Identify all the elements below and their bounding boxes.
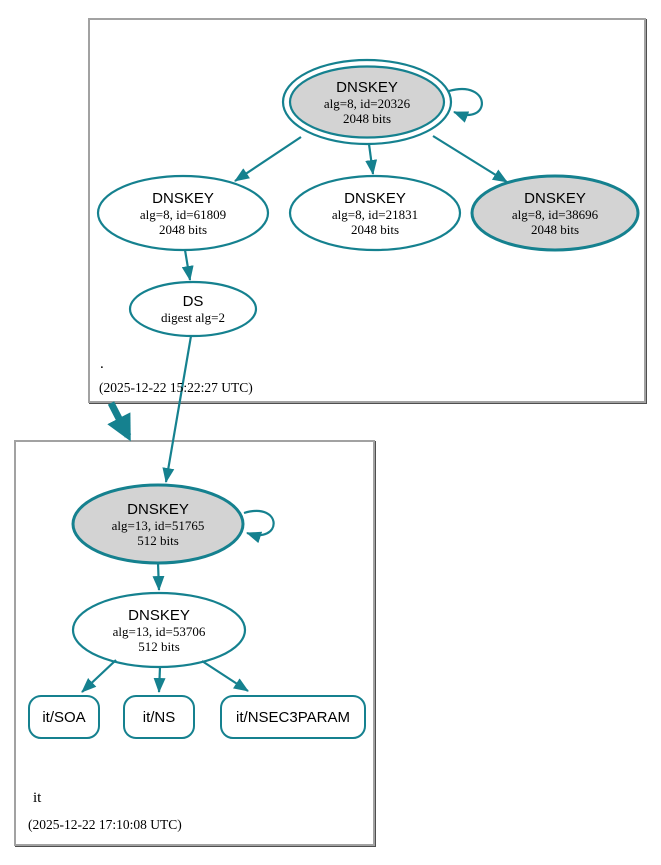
zone-box-it xyxy=(14,440,375,846)
edge-self-sign-51765 xyxy=(243,510,275,544)
rrset-it-nsec3param[interactable]: it/NSEC3PARAM xyxy=(220,695,366,739)
zone-box-root xyxy=(88,18,646,403)
dnskey-38696-alg-id: alg=8, id=38696 xyxy=(511,206,599,222)
dnskey-node-21831[interactable]: DNSKEY alg=8, id=21831 2048 bits xyxy=(290,176,460,250)
edge-53706-to-soa xyxy=(81,659,117,693)
dnskey-53706-bits: 512 bits xyxy=(138,638,180,654)
edge-51765-to-53706 xyxy=(152,562,165,591)
ds-node[interactable]: DS digest alg=2 xyxy=(130,282,256,336)
dnskey-51765-bits: 512 bits xyxy=(137,532,179,548)
dnskey-61809-title: DNSKEY xyxy=(152,189,214,207)
edge-ds-to-51765 xyxy=(162,335,193,483)
rrset-it-ns[interactable]: it/NS xyxy=(123,695,195,739)
rrset-it-soa[interactable]: it/SOA xyxy=(28,695,100,739)
edge-20326-to-38696 xyxy=(432,135,508,183)
dnskey-node-51765[interactable]: DNSKEY alg=13, id=51765 512 bits xyxy=(73,485,243,563)
dnskey-20326-title: DNSKEY xyxy=(336,78,398,96)
ds-title: DS xyxy=(182,293,204,310)
edge-delegation-root-to-it xyxy=(107,401,132,442)
zone-it-label: it xyxy=(33,790,42,806)
dnskey-node-20326[interactable]: DNSKEY alg=8, id=20326 2048 bits xyxy=(283,60,451,144)
dnskey-20326-alg-id: alg=8, id=20326 xyxy=(323,95,411,111)
dnskey-node-38696[interactable]: DNSKEY alg=8, id=38696 2048 bits xyxy=(472,176,638,250)
zone-root-label: . xyxy=(100,356,104,372)
edge-61809-to-ds xyxy=(181,249,194,281)
edge-20326-to-21831 xyxy=(365,143,378,175)
dnskey-node-61809[interactable]: DNSKEY alg=8, id=61809 2048 bits xyxy=(98,176,268,250)
dnskey-38696-title: DNSKEY xyxy=(524,189,586,207)
edges xyxy=(81,88,508,693)
dnskey-node-53706[interactable]: DNSKEY alg=13, id=53706 512 bits xyxy=(73,593,245,667)
edge-self-sign-20326 xyxy=(448,88,483,123)
dnskey-20326-bits: 2048 bits xyxy=(342,110,392,126)
edge-53706-to-nsec3param xyxy=(201,660,249,692)
dnskey-51765-alg-id: alg=13, id=51765 xyxy=(111,517,205,533)
dnskey-53706-title: DNSKEY xyxy=(128,606,190,624)
dnskey-61809-bits: 2048 bits xyxy=(158,221,208,237)
dnskey-21831-ellipse xyxy=(288,174,462,252)
dnskey-61809-ellipse xyxy=(96,174,270,252)
edge-53706-to-ns xyxy=(153,666,166,693)
node-shapes xyxy=(71,58,640,669)
dnskey-21831-title: DNSKEY xyxy=(344,189,406,207)
ds-ellipse xyxy=(128,280,258,338)
dnskey-53706-alg-id: alg=13, id=53706 xyxy=(112,623,206,639)
dnskey-20326-inner-ellipse xyxy=(288,65,446,139)
zone-it-timestamp: (2025-12-22 17:10:08 UTC) xyxy=(28,817,182,832)
zone-root-timestamp: (2025-12-22 15:22:27 UTC) xyxy=(99,380,253,395)
dnskey-51765-title: DNSKEY xyxy=(127,500,189,518)
dnskey-38696-bits: 2048 bits xyxy=(530,221,580,237)
dnskey-61809-alg-id: alg=8, id=61809 xyxy=(139,206,227,222)
dnskey-38696-ellipse xyxy=(470,174,640,252)
edge-20326-to-61809 xyxy=(234,136,302,182)
ds-digest-alg: digest alg=2 xyxy=(160,310,226,325)
dnskey-21831-alg-id: alg=8, id=21831 xyxy=(331,206,419,222)
dnskey-21831-bits: 2048 bits xyxy=(350,221,400,237)
